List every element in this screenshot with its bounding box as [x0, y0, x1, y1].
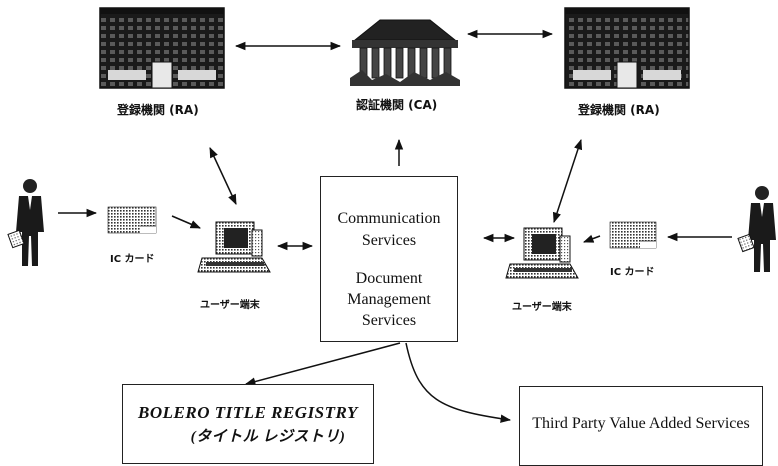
- ic-card-icon: [609, 221, 657, 249]
- arrow-card-terminal-right: [583, 234, 601, 243]
- computer-terminal-icon: [197, 221, 271, 273]
- core-line-4: Management: [347, 291, 431, 308]
- ic-card-icon: [107, 206, 157, 234]
- businessman-icon: [737, 186, 776, 272]
- arrow-card-terminal-left: [171, 215, 201, 229]
- arrow-ra-terminal-left: [209, 147, 237, 205]
- temple-icon: [350, 19, 460, 86]
- third-party-box: Third Party Value Added Services: [519, 386, 763, 466]
- arrow-ra-terminal-right: [552, 139, 583, 223]
- ca-label: 認証機関 (CA): [356, 98, 438, 112]
- registry-line-1: BOLERO TITLE REGISTRY: [138, 403, 358, 422]
- businessman-icon: [7, 179, 44, 266]
- office-building-icon: [564, 7, 690, 89]
- terminal-left-label: ユーザー端末: [200, 300, 260, 311]
- third-party-label: Third Party Value Added Services: [532, 415, 750, 432]
- title-registry-box: BOLERO TITLE REGISTRY (タイトル レジストリ): [122, 384, 374, 464]
- office-building-icon: [99, 7, 225, 89]
- core-line-2: Services: [361, 232, 417, 249]
- ic-card-left-label: IC カード: [110, 254, 155, 265]
- ra-left-label: 登録機関 (RA): [117, 103, 199, 117]
- registry-line-2: (タイトル レジストリ): [190, 429, 346, 445]
- core-line-5: Services: [361, 312, 417, 329]
- ic-card-right-label: IC カード: [610, 267, 655, 278]
- arrow-core-registry: [244, 342, 401, 386]
- core-services-box: Communication Services Document Manageme…: [320, 176, 458, 342]
- terminal-right-label: ユーザー端末: [512, 302, 572, 313]
- ra-right-label: 登録機関 (RA): [578, 103, 660, 117]
- core-line-3: Document: [355, 270, 423, 287]
- computer-terminal-icon: [505, 227, 579, 279]
- arrow-core-third-party: [405, 342, 512, 423]
- core-line-1: Communication: [337, 210, 441, 227]
